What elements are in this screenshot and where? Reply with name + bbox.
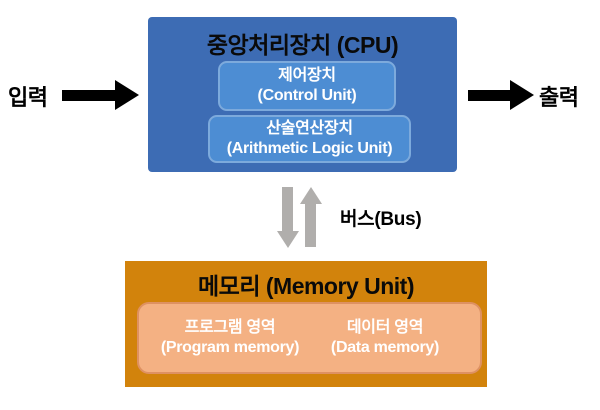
control-unit-box: 제어장치 (Control Unit) <box>218 61 396 111</box>
output-arrow-shaft <box>468 90 510 101</box>
input-label: 입력 <box>8 85 48 110</box>
bus-up-arrow-icon <box>300 187 322 204</box>
alu-label-english: (Arithmetic Logic Unit) <box>226 140 393 157</box>
cpu-title: 중앙처리장치 (CPU) <box>206 32 399 58</box>
control-unit-label-english: (Control Unit) <box>257 87 357 104</box>
alu-box: 산술연산장치 (Arithmetic Logic Unit) <box>208 115 411 163</box>
data-memory-area: 데이터 영역 (Data memory) <box>331 318 439 358</box>
program-memory-label-english: (Program memory) <box>160 339 300 356</box>
input-arrow-shaft <box>62 90 115 101</box>
cpu-block: 중앙처리장치 (CPU) 제어장치 (Control Unit) 산술연산장치 … <box>148 17 457 172</box>
alu-label-korean: 산술연산장치 <box>266 120 353 137</box>
output-label: 출력 <box>539 85 579 110</box>
memory-inner-box: 프로그램 영역 (Program memory) 데이터 영역 (Data me… <box>137 302 482 374</box>
bus-label: 버스(Bus) <box>340 209 422 230</box>
program-memory-label-korean: 프로그램 영역 <box>184 319 276 336</box>
bus-down-arrow-shaft <box>282 187 293 232</box>
memory-block: 메모리 (Memory Unit) 프로그램 영역 (Program memor… <box>125 261 487 387</box>
control-unit-label-korean: 제어장치 <box>278 67 336 84</box>
input-arrow-icon <box>115 80 139 110</box>
data-memory-label-korean: 데이터 영역 <box>346 319 424 336</box>
data-memory-label-english: (Data memory) <box>330 339 440 356</box>
bus-up-arrow-shaft <box>305 203 316 247</box>
program-memory-area: 프로그램 영역 (Program memory) <box>160 318 300 358</box>
bus-down-arrow-icon <box>277 231 299 248</box>
output-arrow-icon <box>510 80 534 110</box>
memory-title: 메모리 (Memory Unit) <box>198 273 414 299</box>
